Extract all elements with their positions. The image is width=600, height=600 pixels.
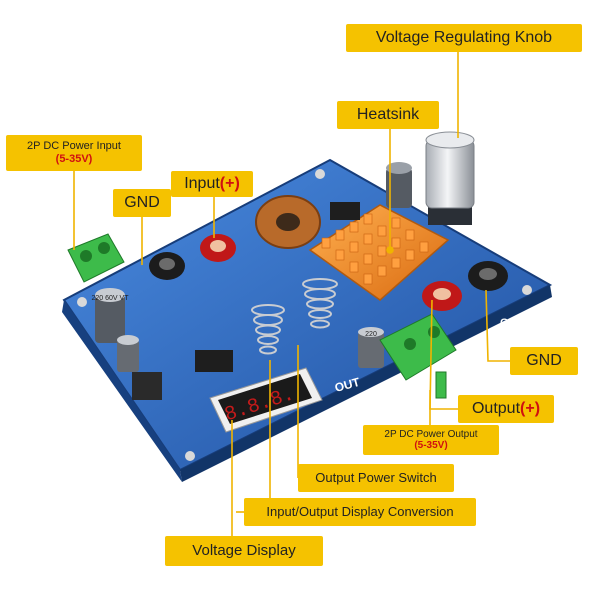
callout-dc-input-title: 2P DC Power Input <box>27 140 121 153</box>
capacitor-top <box>386 162 412 208</box>
callout-dc-power-output: 2P DC Power Output (5-35V) <box>363 425 499 455</box>
heatsink <box>308 204 450 301</box>
power-inductor <box>132 372 162 400</box>
board-gnd-print: GND <box>500 317 525 329</box>
callout-output-switch-text: Output Power Switch <box>315 469 437 485</box>
spring-switch-left <box>251 304 285 355</box>
callout-input-text: Input <box>184 174 220 192</box>
board-out-print: OUT <box>333 375 362 395</box>
callout-dc-output-range: (5-35V) <box>414 440 448 451</box>
voltage-knob <box>425 131 475 225</box>
output-plus-banana <box>422 281 462 311</box>
capacitor-left-label: 220 60V VT <box>92 295 130 302</box>
callout-display-conversion-text: Input/Output Display Conversion <box>266 503 454 519</box>
callout-display-conversion: Input/Output Display Conversion <box>244 498 476 526</box>
capacitor-small <box>117 335 139 372</box>
callout-dc-power-input: 2P DC Power Input (5-35V) <box>6 135 142 171</box>
callout-input-sign: (+) <box>219 174 240 192</box>
callout-dc-output-title: 2P DC Power Output <box>384 428 478 440</box>
spring-switch-right <box>302 278 338 329</box>
callout-output-sign: (+) <box>520 399 541 417</box>
toroid-inductor <box>255 195 321 249</box>
callout-gnd-left: GND <box>113 189 171 217</box>
capacitor-right: 220 <box>358 327 384 368</box>
callout-dc-input-range: (5-35V) <box>55 153 93 165</box>
callout-voltage-display: Voltage Display <box>165 536 323 566</box>
callout-heatsink: Heatsink <box>337 101 439 129</box>
callout-output-power-switch: Output Power Switch <box>298 464 454 492</box>
callout-knob-text: Voltage Regulating Knob <box>375 28 553 46</box>
callout-input-plus: Input(+) <box>171 171 253 197</box>
input-plus-banana <box>200 234 236 262</box>
callout-heatsink-text: Heatsink <box>356 105 420 123</box>
capacitor-left: 220 60V VT <box>92 288 130 343</box>
capacitor-right-label: 220 <box>365 331 377 338</box>
callout-gnd-left-text: GND <box>124 193 160 211</box>
dc-input-terminal <box>67 233 125 283</box>
callout-gnd-right-text: GND <box>526 351 562 369</box>
gnd-banana-right <box>468 261 508 291</box>
callout-gnd-right: GND <box>510 347 578 375</box>
gnd-banana-left <box>149 252 185 280</box>
ic-chip <box>195 350 233 372</box>
callout-voltage-regulating-knob: Voltage Regulating Knob <box>346 24 582 52</box>
callout-voltage-display-text: Voltage Display <box>192 542 296 560</box>
callout-output-text: Output <box>471 399 521 417</box>
callout-output-plus: Output(+) <box>458 395 554 423</box>
mosfet <box>330 202 360 220</box>
